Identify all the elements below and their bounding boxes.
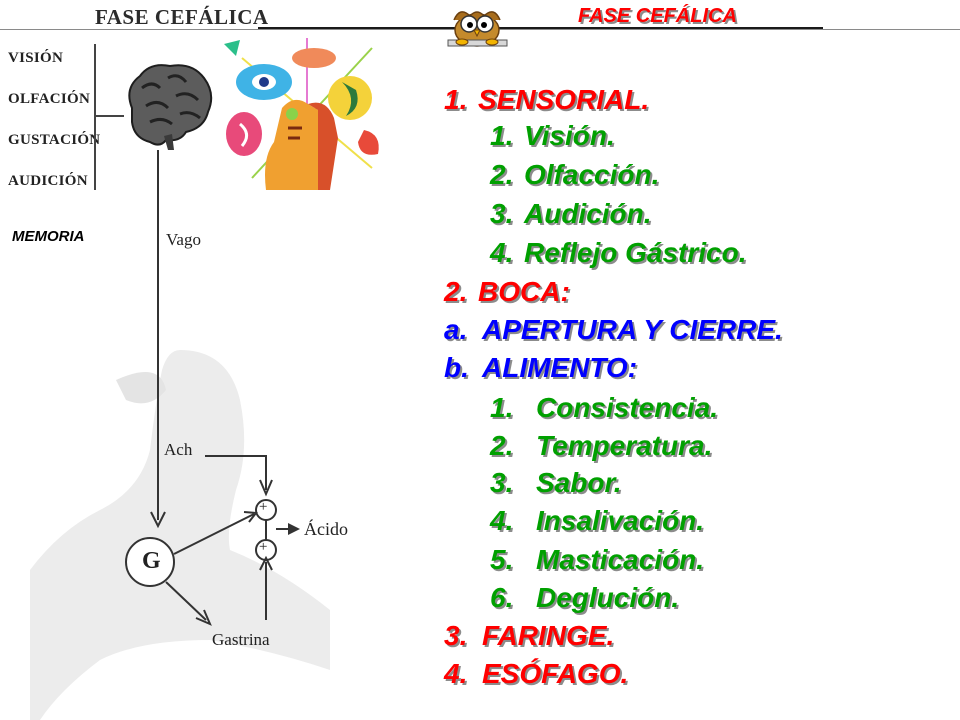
header-rule	[258, 27, 823, 29]
outline-text: ESÓFAGO.	[482, 658, 629, 689]
outline-item-deglucion: 6. Deglución.	[490, 582, 679, 614]
outline-text: Audición.	[524, 198, 652, 229]
stomach-diagram	[30, 150, 330, 720]
gastrina-label: Gastrina	[212, 630, 270, 649]
outline-item-apertura: a. APERTURA Y CIERRE.	[444, 314, 783, 346]
sense-vision: VISIÓN	[8, 50, 64, 66]
outline-num: 2.	[490, 159, 514, 190]
slide-title: FASE CEFÁLICA	[578, 5, 737, 27]
outline-text: ALIMENTO:	[482, 352, 638, 383]
outline-item-temperatura: 2. Temperatura.	[490, 430, 712, 462]
outline-item-masticacion: 5. Masticación.	[490, 544, 704, 576]
outline-item-sensorial: 1. SENSORIAL.	[444, 84, 649, 116]
outline-num: 2.	[444, 276, 468, 307]
outline-num: 4.	[490, 505, 514, 536]
outline-item-consistencia: 1. Consistencia.	[490, 392, 718, 424]
outline-item-esofago: 4. ESÓFAGO.	[444, 658, 628, 690]
memoria-label: MEMORIA	[12, 228, 85, 245]
outline-text: BOCA:	[478, 276, 570, 307]
sense-audition: AUDICIÓN	[8, 173, 88, 189]
outline-num: 4.	[444, 658, 468, 689]
outline-num: 1.	[490, 392, 514, 423]
outline-text: Visión.	[524, 120, 615, 151]
outline-text: Temperatura.	[536, 430, 713, 461]
plus-sign-lower: +	[259, 539, 268, 555]
plus-sign-upper: +	[259, 499, 268, 515]
outline-num: a.	[444, 314, 468, 345]
outline-num: 3.	[490, 467, 514, 498]
outline-item-olfaccion: 2. Olfacción.	[490, 159, 659, 191]
outline-item-reflejo-gastrico: 4. Reflejo Gástrico.	[490, 237, 747, 269]
outline-num: 1.	[490, 120, 514, 151]
outline-text: Insalivación.	[536, 505, 705, 536]
brain-icon	[128, 64, 213, 150]
outline-item-sabor: 3. Sabor.	[490, 467, 622, 499]
outline-item-alimento: b. ALIMENTO:	[444, 352, 637, 384]
outline-item-vision: 1. Visión.	[490, 120, 615, 152]
owl-mascot-icon	[447, 11, 508, 47]
outline-num: b.	[444, 352, 469, 383]
outline-text: FARINGE.	[482, 620, 615, 651]
outline-item-insalivacion: 4. Insalivación.	[490, 505, 704, 537]
outline-num: 1.	[444, 84, 468, 115]
senses-connector	[94, 115, 124, 117]
outline-text: Olfacción.	[524, 159, 660, 190]
outline-item-audicion: 3. Audición.	[490, 198, 652, 230]
outline-text: Deglución.	[536, 582, 680, 613]
outline-num: 3.	[444, 620, 468, 651]
outline-num: 6.	[490, 582, 514, 613]
outline-text: SENSORIAL.	[478, 84, 650, 115]
outline-text: Consistencia.	[536, 392, 719, 423]
sense-gustation: GUSTACIÓN	[8, 132, 101, 148]
vago-label: Vago	[166, 230, 201, 249]
g-cell-label: G	[142, 548, 161, 574]
outline-num: 4.	[490, 237, 514, 268]
outline-num: 5.	[490, 544, 514, 575]
outline-num: 3.	[490, 198, 514, 229]
outline-item-faringe: 3. FARINGE.	[444, 620, 614, 652]
senses-collage-image	[222, 38, 392, 190]
senses-bracket	[94, 44, 96, 190]
outline-num: 2.	[490, 430, 514, 461]
ach-label: Ach	[164, 440, 193, 459]
outline-text: Sabor.	[536, 467, 622, 498]
outline-text: Reflejo Gástrico.	[524, 237, 747, 268]
outline-text: APERTURA Y CIERRE.	[482, 314, 783, 345]
sense-olfaction: OLFACIÓN	[8, 91, 91, 107]
outline-item-boca: 2. BOCA:	[444, 276, 570, 308]
acido-label: Ácido	[304, 519, 348, 539]
diagram-title: FASE CEFÁLICA	[95, 5, 269, 29]
outline-text: Masticación.	[536, 544, 705, 575]
